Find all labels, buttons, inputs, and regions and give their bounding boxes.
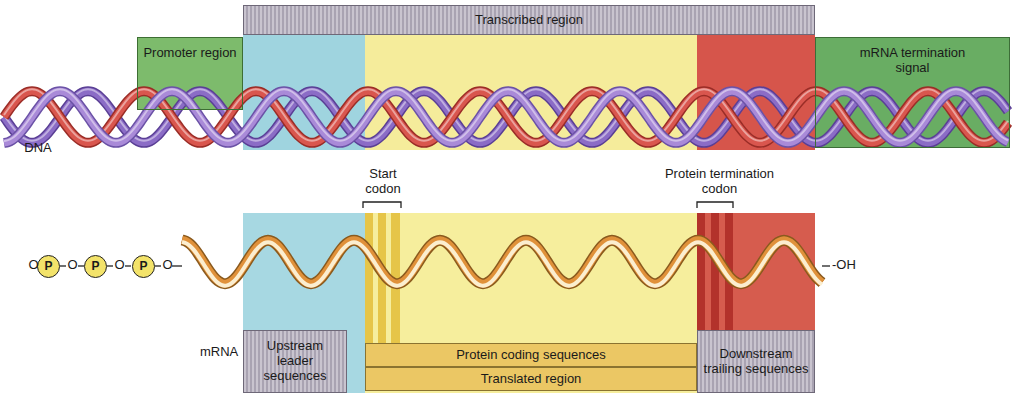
- mrna-ribbon: [182, 240, 822, 286]
- helix-strand-edge: [4, 91, 1008, 143]
- region-band: Transcribed region: [243, 5, 815, 35]
- helix-strand-edge: [4, 91, 1008, 143]
- helix-strand-edge: [4, 91, 1008, 143]
- oxygen-atom: O: [161, 258, 174, 273]
- phosphate-bonds: [40, 265, 830, 266]
- stop-bracket: [697, 202, 733, 208]
- start-bracket: [363, 202, 401, 208]
- helix-strand: [4, 91, 1008, 143]
- oxygen-atom: O: [27, 258, 40, 273]
- node-text: Translated region: [481, 372, 582, 387]
- node-text: P: [91, 260, 99, 274]
- dna-helix: [4, 89, 1008, 143]
- helix-strand: [4, 91, 1008, 143]
- node-text: P: [139, 260, 147, 274]
- node-text: Upstream leader sequences: [248, 339, 342, 384]
- helix-strand: [4, 91, 1008, 143]
- translated-label-box: Translated region: [365, 367, 697, 391]
- oxygen-atom: O: [113, 258, 126, 273]
- promoter-box: Promoter region: [137, 37, 243, 110]
- ribbon-front: [182, 242, 822, 286]
- hydroxyl-end: -OH: [832, 258, 872, 273]
- helix-highlight: [4, 89, 1008, 141]
- node-text: Downstream trailing sequences: [702, 347, 810, 377]
- phosphate-circle: P: [84, 255, 107, 278]
- node-text: Transcribed region: [475, 13, 583, 28]
- oxygen-atom: O: [66, 258, 79, 273]
- codon-label: Protein termination codon: [652, 167, 787, 197]
- node-text: mRNA termination signal: [846, 46, 979, 76]
- phosphate-circle: P: [37, 255, 60, 278]
- coding-label-box: Protein coding sequences: [365, 343, 697, 367]
- leader-label-box: Upstream leader sequences: [243, 330, 347, 393]
- node-text: Protein coding sequences: [456, 348, 606, 363]
- node-text: Promoter region: [143, 46, 236, 61]
- termination-box: mRNA termination signal: [815, 37, 1010, 148]
- trailing-label-box: Downstream trailing sequences: [697, 330, 815, 393]
- dna-label: DNA: [18, 141, 58, 156]
- phosphate-circle: P: [132, 255, 155, 278]
- trailing-panel: [697, 213, 815, 393]
- codon-label: Start codon: [358, 167, 408, 197]
- mrna-label: mRNA: [200, 345, 242, 360]
- node-text: P: [44, 260, 52, 274]
